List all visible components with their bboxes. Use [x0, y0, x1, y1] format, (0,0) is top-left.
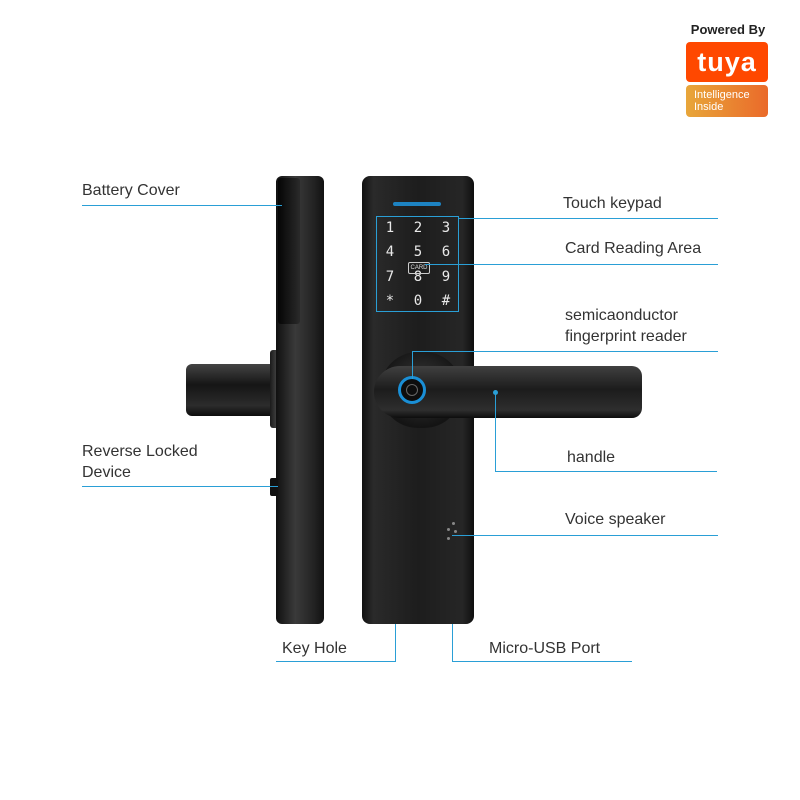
key-hole-line: [276, 661, 396, 662]
handle-line: [495, 471, 717, 472]
handle-label: handle: [567, 449, 616, 466]
micro-usb-line: [452, 661, 632, 662]
reverse-lock-switch: [270, 478, 278, 496]
voice-speaker-line: [452, 535, 718, 536]
touch-keypad-label: Touch keypad: [563, 195, 662, 212]
keypad-box-left: [376, 216, 377, 312]
key-3: 3: [441, 220, 451, 236]
card-reading-line: [425, 264, 718, 265]
key-6: 6: [441, 244, 451, 260]
micro-usb-label: Micro-USB Port: [489, 640, 601, 657]
key-9: 9: [441, 269, 451, 285]
micro-usb-line-vertical: [452, 624, 453, 662]
reverse-locked-label-line1: Reverse Locked: [82, 443, 198, 460]
fingerprint-label-line1: semicaonductor: [565, 307, 678, 324]
key-star: *: [385, 293, 395, 309]
powered-by-text: Powered By: [690, 22, 766, 37]
key-0: 0: [413, 293, 423, 309]
voice-speaker-label: Voice speaker: [565, 511, 666, 528]
intelligence-inside-badge: Intelligence Inside: [686, 85, 768, 117]
tuya-logo: tuya: [686, 42, 768, 82]
fingerprint-label-line2: fingerprint reader: [565, 328, 687, 345]
key-7: 7: [385, 269, 395, 285]
card-reading-area-label: Card Reading Area: [565, 240, 702, 257]
keypad-box-bottom: [376, 311, 459, 312]
thumb-turn-knob: [186, 364, 278, 416]
key-hole-line-vertical: [395, 624, 396, 662]
reverse-locked-label-line2: Device: [82, 464, 131, 481]
fingerprint-sensor-center: [406, 384, 418, 396]
fingerprint-line: [412, 351, 718, 352]
keypad-box-top: [376, 216, 459, 217]
knob-cap: [270, 350, 280, 428]
battery-cover-label: Battery Cover: [82, 182, 180, 199]
intelligence-text: Intelligence: [694, 89, 750, 101]
key-hole-label: Key Hole: [282, 640, 347, 657]
inside-text: Inside: [694, 101, 724, 113]
battery-cover-line: [82, 205, 282, 206]
handle-pointer-dot: [493, 390, 498, 395]
key-8: 8: [413, 269, 423, 285]
fingerprint-line-drop: [412, 351, 413, 379]
touch-keypad-line: [458, 218, 718, 219]
key-1: 1: [385, 220, 395, 236]
key-4: 4: [385, 244, 395, 260]
battery-cover-panel: [278, 178, 300, 324]
key-hash: #: [441, 293, 451, 309]
card-icon: CARD: [408, 262, 430, 274]
key-5: 5: [413, 244, 423, 260]
handle-line-vertical: [495, 392, 496, 472]
key-2: 2: [413, 220, 423, 236]
status-light-bar: [393, 202, 441, 206]
reverse-locked-line: [82, 486, 278, 487]
